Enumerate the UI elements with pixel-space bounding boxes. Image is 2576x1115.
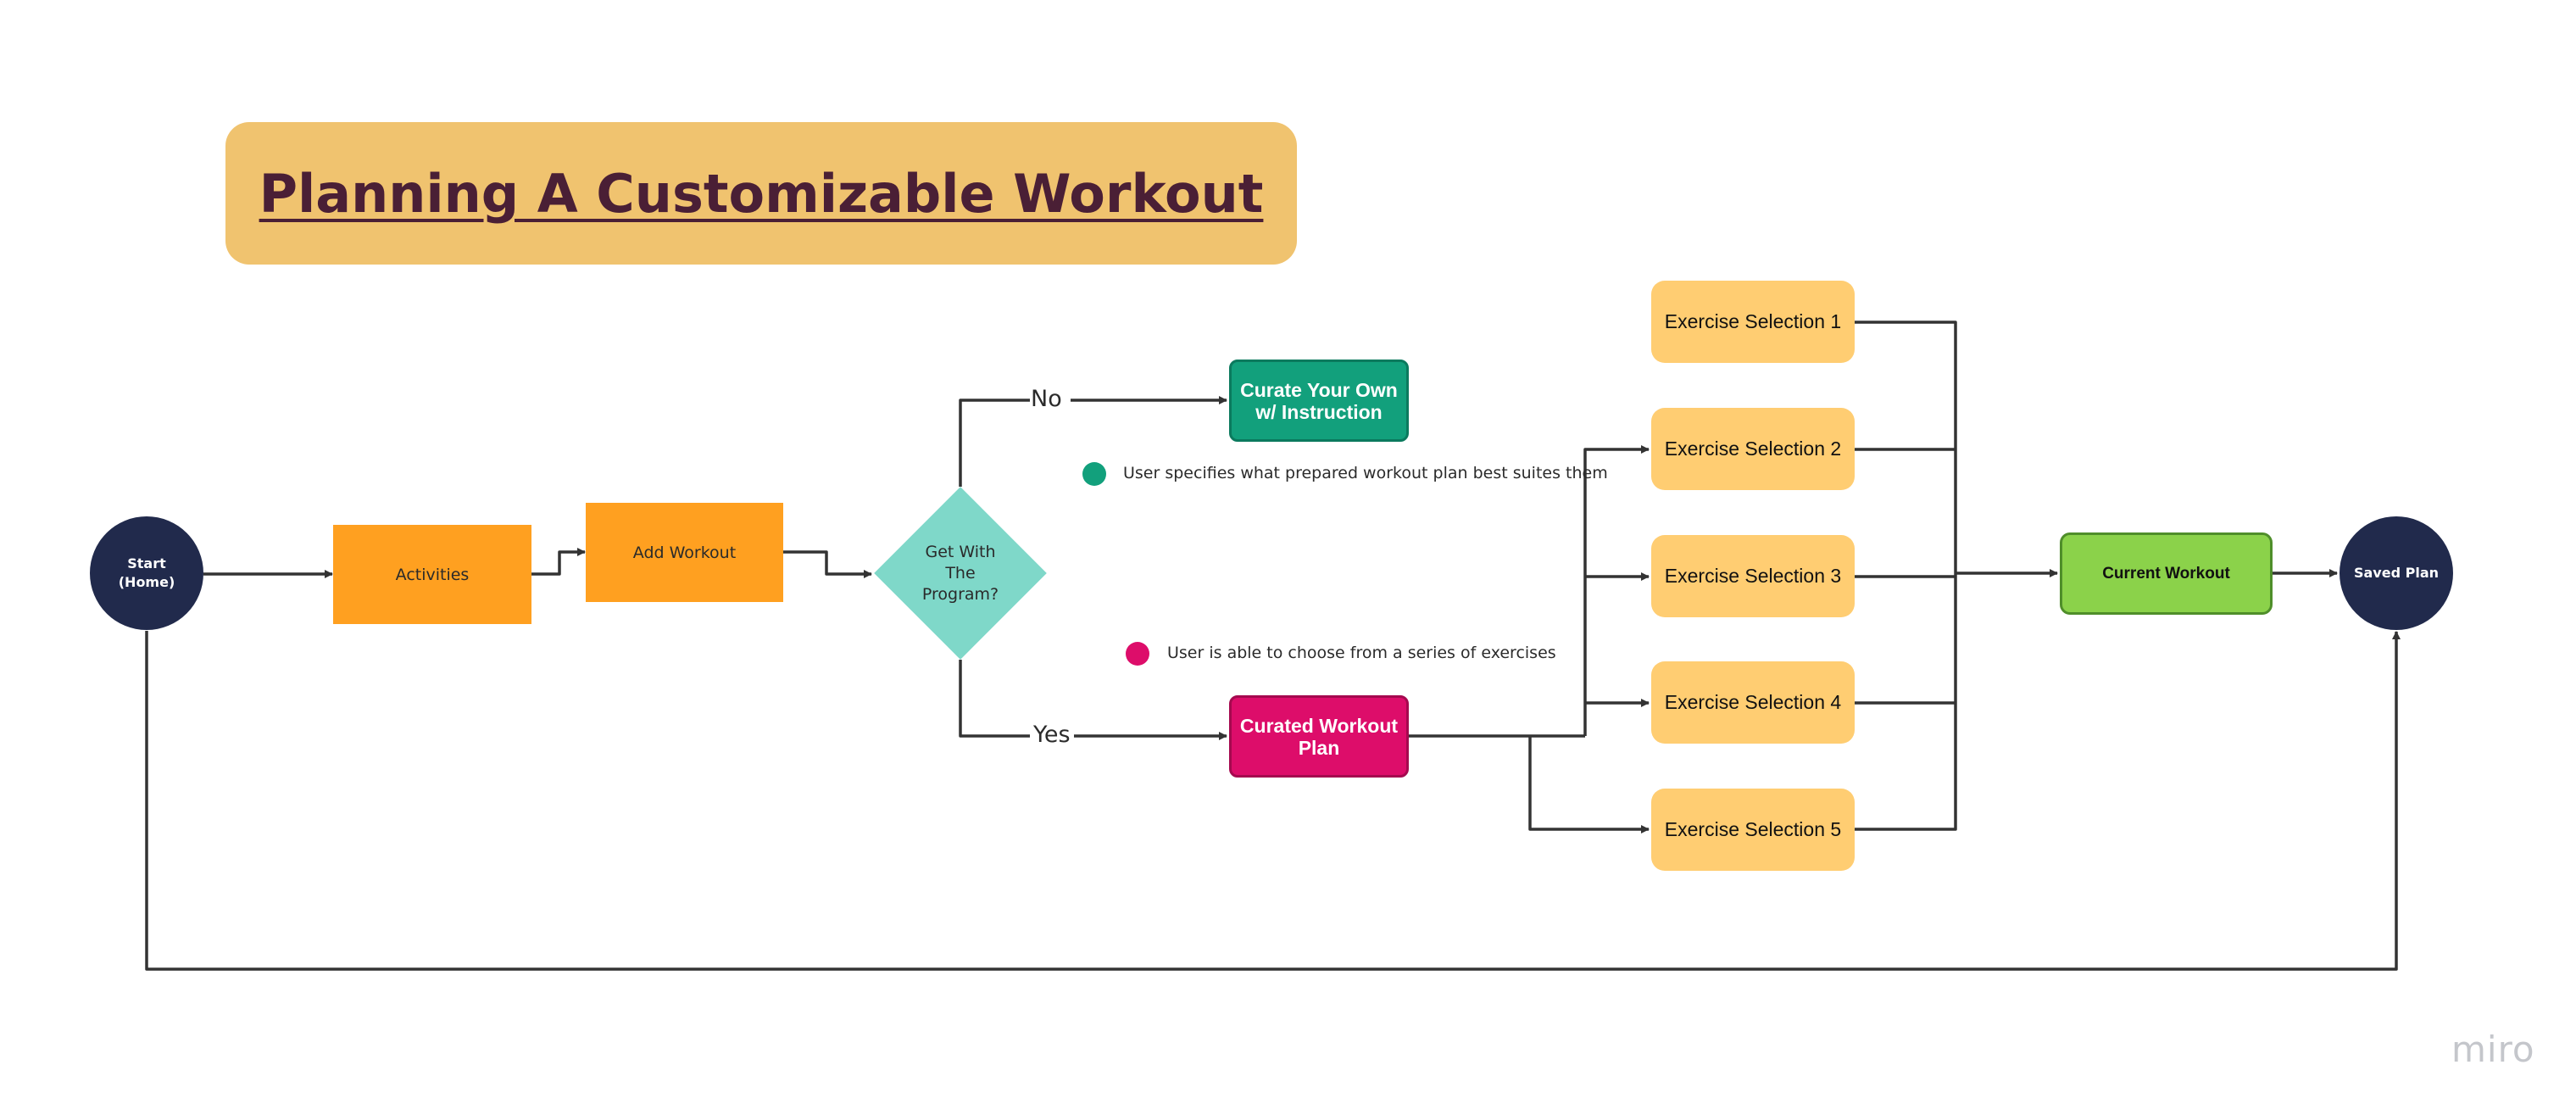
exercise-selection-5[interactable]: Exercise Selection 5 [1651, 789, 1855, 871]
pink-note-dot [1126, 642, 1149, 666]
saved-plan-node[interactable]: Saved Plan [2340, 516, 2453, 630]
edge-label-no: No [1031, 386, 1062, 412]
add-workout-node[interactable]: Add Workout [586, 503, 783, 602]
edge-start-loop [145, 631, 2401, 971]
edge-label-yes: Yes [1033, 722, 1071, 748]
edge-to-ex5 [1528, 736, 1650, 833]
teal-note-text: User specifies what prepared workout pla… [1123, 464, 1608, 482]
exercise-selection-1[interactable]: Exercise Selection 1 [1651, 281, 1855, 363]
current-workout-node[interactable]: Current Workout [2060, 532, 2273, 615]
activities-node[interactable]: Activities [333, 525, 531, 624]
edge-addworkout-decision [783, 550, 872, 578]
exercise-selection-3[interactable]: Exercise Selection 3 [1651, 535, 1855, 617]
edge-to-ex2 [1583, 445, 1650, 736]
exercise-selection-4[interactable]: Exercise Selection 4 [1651, 661, 1855, 744]
curate-own-node[interactable]: Curate Your Own w/ Instruction [1229, 360, 1409, 442]
pink-note-text: User is able to choose from a series of … [1167, 644, 1556, 662]
teal-note-dot [1082, 462, 1106, 486]
exercise-selection-2[interactable]: Exercise Selection 2 [1651, 408, 1855, 490]
decision-label: Get With The Program? [921, 542, 999, 604]
curated-plan-node[interactable]: Curated Workout Plan [1229, 695, 1409, 778]
diagram-title: Planning A Customizable Workout [259, 162, 1264, 225]
miro-watermark: miro [2451, 1029, 2535, 1070]
edge-decision-yes [959, 660, 1030, 738]
title-banner: Planning A Customizable Workout [225, 122, 1297, 265]
edge-decision-no [959, 399, 1030, 487]
start-node[interactable]: Start (Home) [90, 516, 203, 630]
decision-node[interactable]: Get With The Program? [874, 487, 1047, 660]
edge-activities-addworkout [531, 548, 586, 576]
